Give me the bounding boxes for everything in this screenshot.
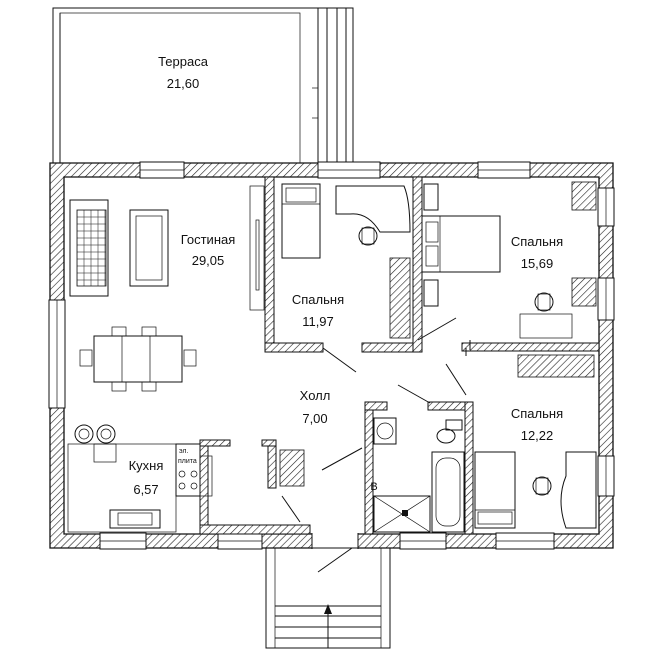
living-area: 29,05 [192, 253, 225, 268]
interior-walls [199, 176, 600, 535]
bedroom3-name: Спальня [511, 406, 563, 421]
stove-label-2: плита [178, 458, 197, 465]
room-labels: Терраса 21,60 Гостиная 29,05 Спальня 11,… [129, 54, 564, 497]
hall-name: Холл [300, 388, 331, 403]
bedroom3-furniture [474, 354, 597, 529]
terrace [52, 7, 354, 164]
doors [281, 317, 471, 573]
bedroom1-area: 11,97 [302, 314, 334, 329]
terrace-name: Терраса [158, 54, 209, 69]
hall-area: 7,00 [302, 411, 327, 426]
outer-walls [48, 161, 615, 550]
kitchen-name: Кухня [129, 458, 164, 473]
bedroom2-name: Спальня [511, 234, 563, 249]
bedroom3-area: 12,22 [521, 428, 554, 443]
bathroom-fixtures [279, 417, 465, 533]
living-name: Гостиная [181, 232, 236, 247]
bedroom1-name: Спальня [292, 292, 344, 307]
kitchen-furniture [67, 424, 213, 533]
kitchen-area: 6,57 [133, 482, 158, 497]
boiler-label: В [370, 481, 377, 493]
bedroom1-furniture [281, 183, 411, 339]
living-furniture [69, 185, 265, 392]
bedroom2-area: 15,69 [521, 256, 554, 271]
terrace-area: 21,60 [167, 76, 200, 91]
entrance-steps [265, 547, 391, 649]
bedroom2-furniture [421, 181, 597, 339]
stove-label-1: эл. [179, 448, 189, 455]
